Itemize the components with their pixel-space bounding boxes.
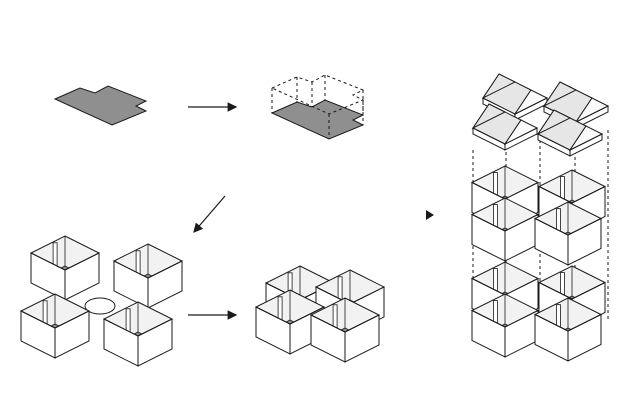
arrow-step2-to-step3 xyxy=(193,195,226,233)
tower-lower-module-4 xyxy=(533,297,603,362)
rotation-ellipse xyxy=(84,297,116,315)
tower-lower-module-3 xyxy=(470,293,540,358)
roof-3 xyxy=(471,103,539,151)
module-separate-4 xyxy=(102,301,174,367)
module-cluster-4 xyxy=(309,297,381,363)
arrow-step4-to-step5 xyxy=(426,210,434,220)
module-separate-3 xyxy=(19,293,91,359)
floor-plate-with-volume xyxy=(270,74,365,140)
tower-upper-module-4 xyxy=(533,201,603,266)
roof-4 xyxy=(536,109,604,157)
floor-plate-step1 xyxy=(53,85,148,126)
module-separate-1 xyxy=(29,235,101,301)
module-separate-2 xyxy=(112,243,184,309)
